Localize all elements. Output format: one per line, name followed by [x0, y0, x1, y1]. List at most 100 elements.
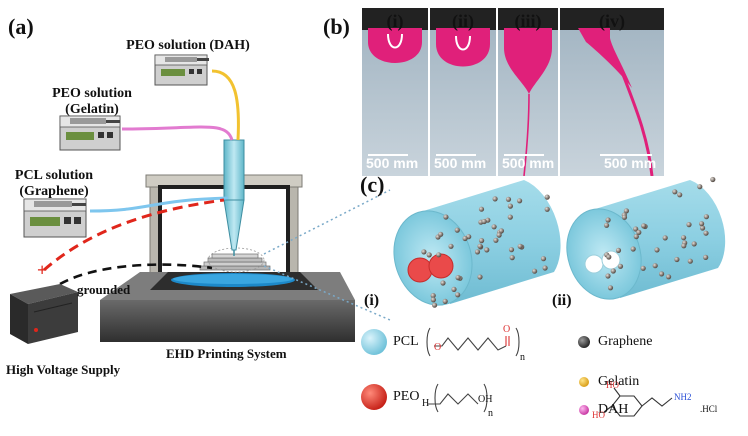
- graphene-particle: [697, 184, 703, 190]
- dah-nh2: NH2: [674, 392, 692, 402]
- high-voltage-label: High Voltage Supply: [6, 362, 121, 377]
- fiber-cylinder-ii: [566, 180, 726, 300]
- graphene-particle: [491, 224, 497, 230]
- legend-dah: DAH: [598, 402, 629, 417]
- graphene-particle: [659, 271, 665, 277]
- dah-legend-sphere: [579, 405, 589, 415]
- graphene-particle: [507, 203, 513, 209]
- graphene-particle: [505, 196, 512, 202]
- graphene-legend-sphere: [578, 336, 590, 348]
- photo-ii-scale: 500 mm: [434, 155, 487, 171]
- graphene-particle: [498, 228, 504, 234]
- tube-gelatin: [121, 125, 234, 141]
- graphene-particle: [532, 268, 538, 274]
- pump-dah: [154, 54, 209, 86]
- photo-iii: (iii) 500 mm: [498, 8, 558, 176]
- graphene-particle: [492, 196, 498, 202]
- graphene-particle: [440, 280, 446, 286]
- graphene-particle: [481, 218, 487, 225]
- graphene-particle: [451, 286, 457, 292]
- graphene-particle: [630, 246, 636, 252]
- graphene-particle: [443, 214, 449, 220]
- photo-iii-graphic: [498, 8, 558, 176]
- graphene-particle: [700, 225, 706, 231]
- graphene-particle: [477, 243, 483, 249]
- graphene-particle: [517, 198, 523, 204]
- peo-legend-sphere: [361, 384, 387, 410]
- grounded-label: grounded: [77, 282, 131, 297]
- graphene-particle: [672, 189, 678, 195]
- solution-label-dah: PEO solution (DAH): [108, 38, 268, 54]
- graphene-particle: [607, 285, 614, 291]
- photo-ii-graphic: [430, 8, 496, 176]
- graphene-particle: [508, 247, 515, 253]
- graphene-particle: [496, 232, 502, 238]
- solution-label-gelatin: PEO solution (Gelatin): [32, 86, 152, 118]
- legend-gelatin: Gelatin: [598, 374, 640, 389]
- graphene-particle: [615, 247, 622, 253]
- graphene-particle: [542, 265, 548, 271]
- solution-graphene-line2: (Graphene): [19, 184, 89, 199]
- graphene-particle: [605, 217, 611, 223]
- graphene-particle: [605, 273, 611, 279]
- peo-n: n: [488, 408, 493, 419]
- graphene-particle: [703, 254, 709, 260]
- photo-i-graphic: [362, 8, 428, 176]
- positive-wire: [43, 198, 225, 272]
- graphene-particle: [652, 263, 658, 269]
- solution-graphene-line1: PCL solution: [14, 168, 94, 183]
- graphene-particle: [544, 194, 550, 200]
- photo-iii-scale: 500 mm: [502, 155, 555, 171]
- graphene-particle: [636, 229, 642, 235]
- panel-label-c: (c): [360, 172, 385, 197]
- photo-ii: (ii) 500 mm: [430, 8, 496, 176]
- graphene-particle: [544, 206, 550, 212]
- panel-label-b: (b): [323, 14, 350, 39]
- peo-h: H: [422, 398, 430, 409]
- graphene-particle: [493, 237, 499, 243]
- graphene-particle: [674, 256, 680, 263]
- graphene-particle: [479, 238, 485, 244]
- pcl-o2: O: [503, 324, 511, 335]
- graphene-particle: [610, 268, 616, 274]
- graphene-particle: [623, 208, 630, 214]
- graphene-particle: [621, 214, 628, 220]
- graphene-particle: [478, 206, 485, 212]
- ehd-system-label: EHD Printing System: [166, 346, 287, 361]
- legend-peo: PEO: [393, 389, 420, 404]
- legend-graphene: Graphene: [598, 334, 653, 349]
- positive-sign: +: [37, 260, 48, 280]
- solution-gelatin-line2: (Gelatin): [65, 102, 119, 117]
- dah-ho1: HO: [606, 380, 619, 390]
- photo-iv-graphic: [560, 8, 664, 176]
- graphene-particle: [430, 297, 436, 303]
- graphene-particle: [484, 247, 490, 253]
- photo-ii-label: (ii): [452, 11, 474, 31]
- photo-iv-scale: 500 mm: [604, 155, 657, 171]
- graphene-particle: [517, 243, 523, 249]
- photo-iv-label: (iv): [599, 11, 625, 31]
- graphene-particle: [604, 222, 610, 228]
- legend-pcl: PCL: [393, 334, 419, 349]
- graphene-particle: [454, 227, 460, 233]
- graphene-particle: [474, 249, 481, 255]
- graphene-particle: [654, 247, 660, 253]
- graphene-particle: [691, 241, 697, 247]
- graphene-particle: [687, 258, 693, 264]
- graphene-particle: [703, 230, 709, 236]
- graphene-particle: [509, 255, 515, 261]
- fiber-cylinder-i: [393, 180, 561, 306]
- dah-structure: [603, 387, 673, 417]
- fiber-label-i: (i): [364, 292, 380, 309]
- graphene-particle: [455, 275, 461, 281]
- graphene-particle: [436, 252, 442, 258]
- tube-dah: [211, 69, 240, 141]
- graphene-particle: [442, 298, 448, 304]
- graphene-particle: [633, 234, 639, 240]
- photo-iii-label: (iii): [514, 11, 542, 31]
- graphene-particle: [540, 256, 547, 262]
- dah-ho2: HO: [592, 410, 605, 420]
- graphene-particle: [462, 235, 468, 242]
- printer-base: [100, 272, 355, 342]
- solution-dah-line1: PEO solution (DAH): [126, 38, 250, 53]
